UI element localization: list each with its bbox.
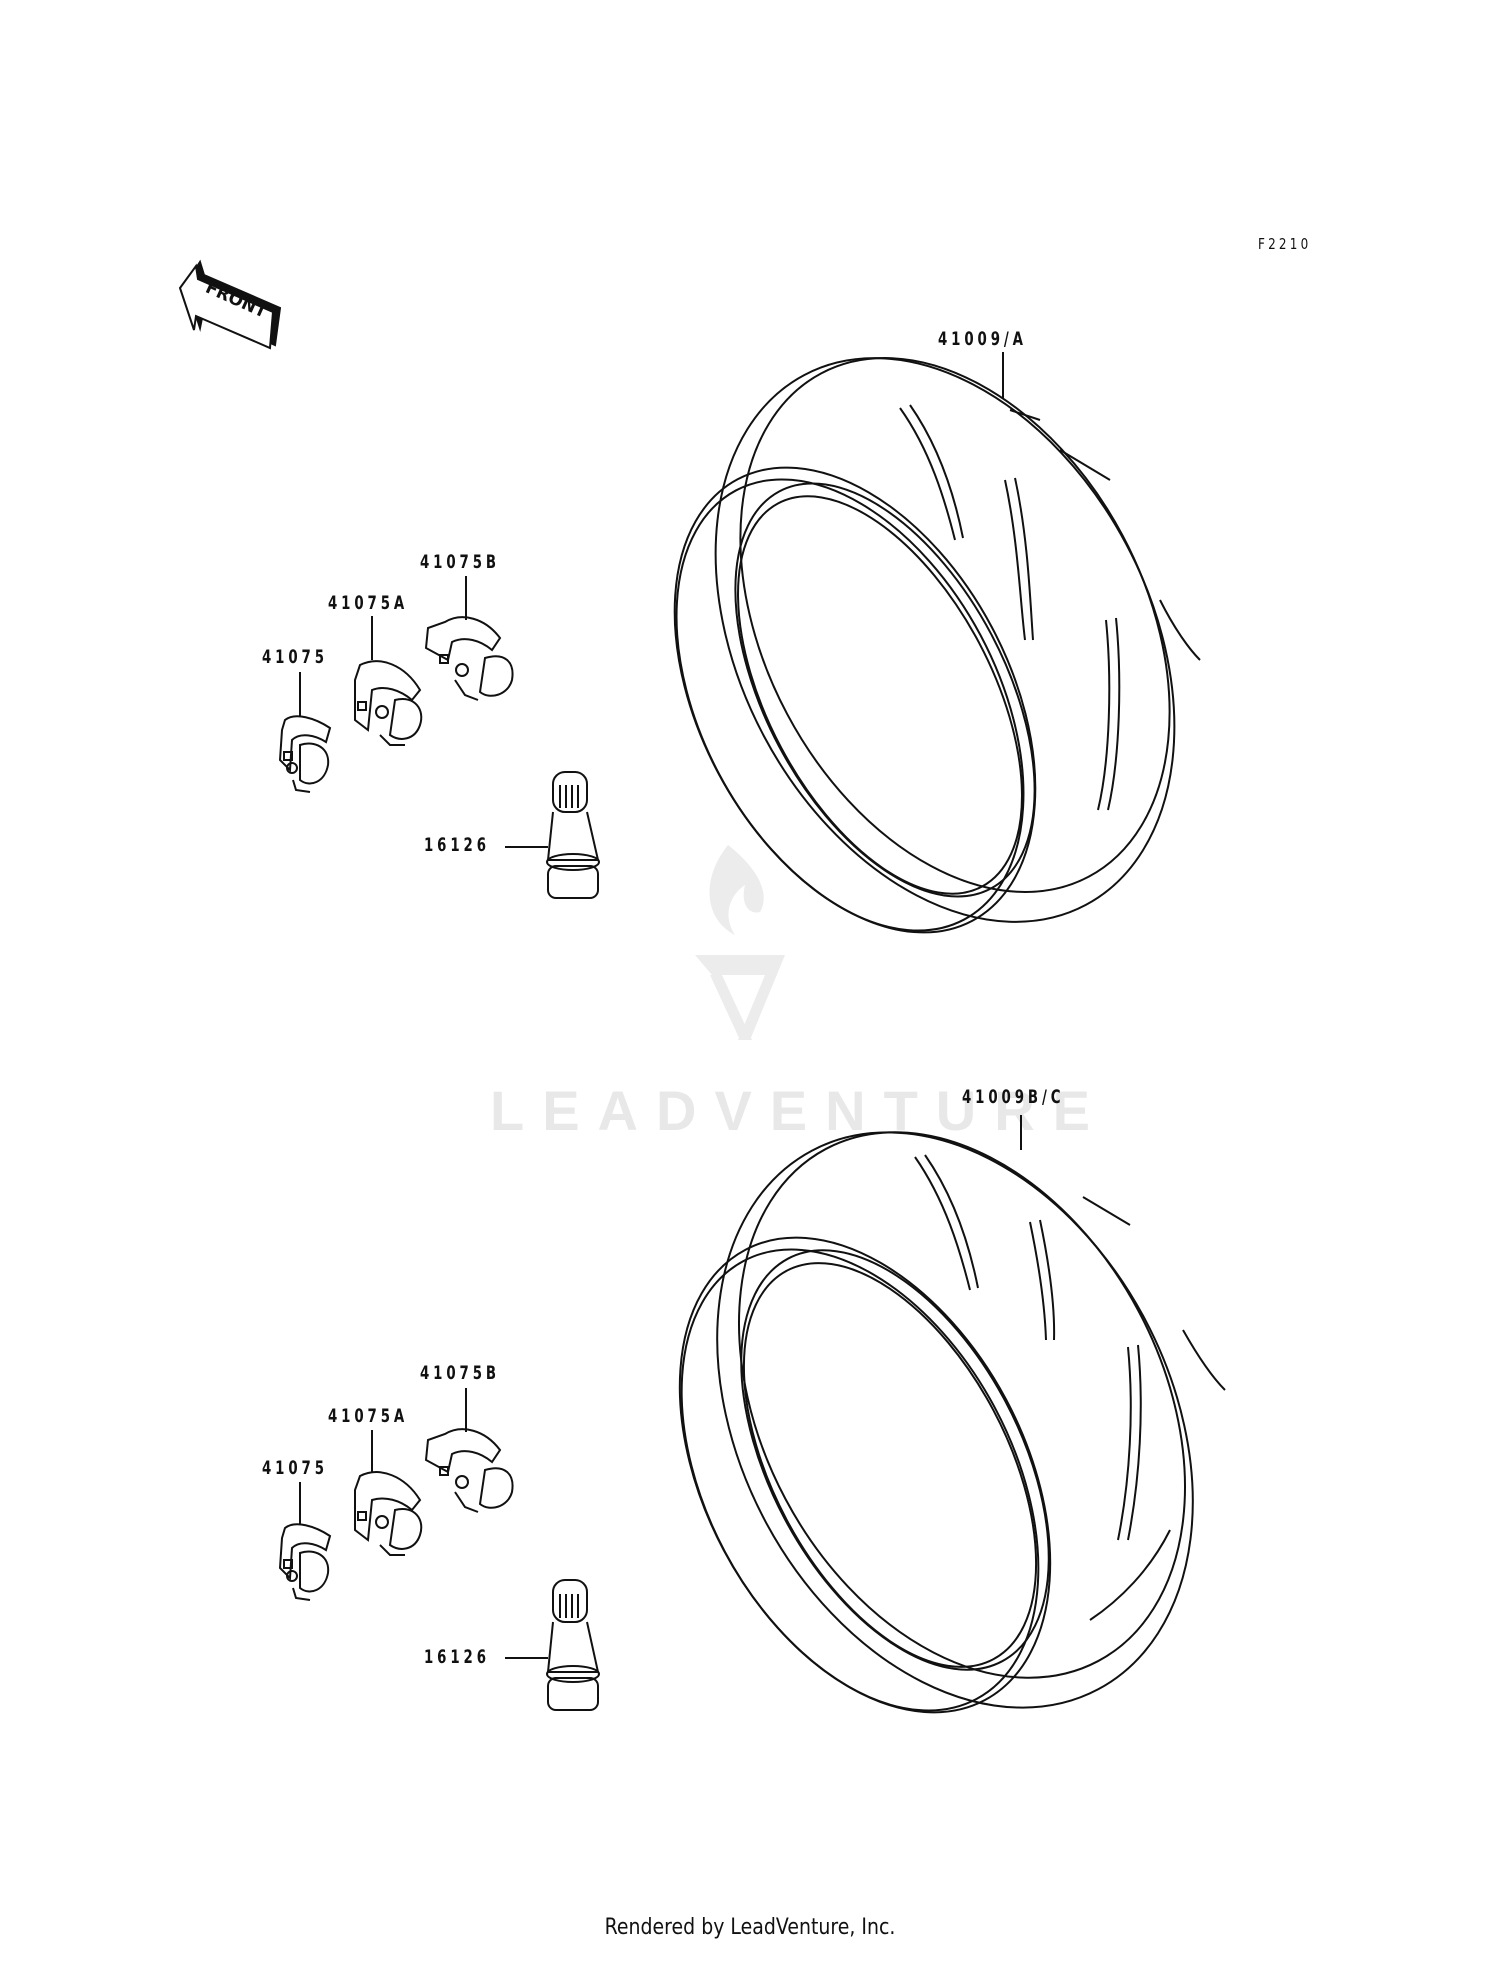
weight-41075-upper-drawing[interactable]: [278, 672, 332, 793]
diagram-ref-code: F2210: [1258, 235, 1312, 253]
tire-lower-drawing[interactable]: [604, 1050, 1288, 1790]
part-label-41075a-upper[interactable]: 41075A: [328, 592, 409, 614]
valve-16126-upper-drawing[interactable]: [505, 771, 600, 899]
part-label-41009-a[interactable]: 41009/A: [938, 328, 1027, 350]
tire-upper-drawing[interactable]: [601, 279, 1267, 1001]
part-label-16126-lower[interactable]: 16126: [424, 1646, 490, 1668]
part-label-41075a-lower[interactable]: 41075A: [328, 1405, 409, 1427]
valve-16126-lower-drawing[interactable]: [505, 1579, 600, 1711]
weight-41075B-lower-drawing[interactable]: [424, 1388, 514, 1513]
weight-41075B-upper-drawing[interactable]: [424, 576, 514, 701]
weight-41075-lower-drawing[interactable]: [278, 1482, 332, 1601]
part-label-41075b-lower[interactable]: 41075B: [420, 1362, 500, 1384]
part-label-41009b-c[interactable]: 41009B/C: [962, 1086, 1065, 1108]
part-label-41075b-upper[interactable]: 41075B: [420, 551, 500, 573]
part-label-16126-upper[interactable]: 16126: [424, 834, 490, 856]
weight-41075A-upper-drawing[interactable]: [354, 616, 423, 746]
footer-credit: Rendered by LeadVenture, Inc.: [604, 1915, 896, 1940]
watermark-text: LEADVENTURE: [490, 1079, 1109, 1142]
weight-41075A-lower-drawing[interactable]: [354, 1430, 423, 1556]
part-label-41075-upper[interactable]: 41075: [262, 646, 328, 668]
part-label-41075-lower[interactable]: 41075: [262, 1457, 328, 1479]
